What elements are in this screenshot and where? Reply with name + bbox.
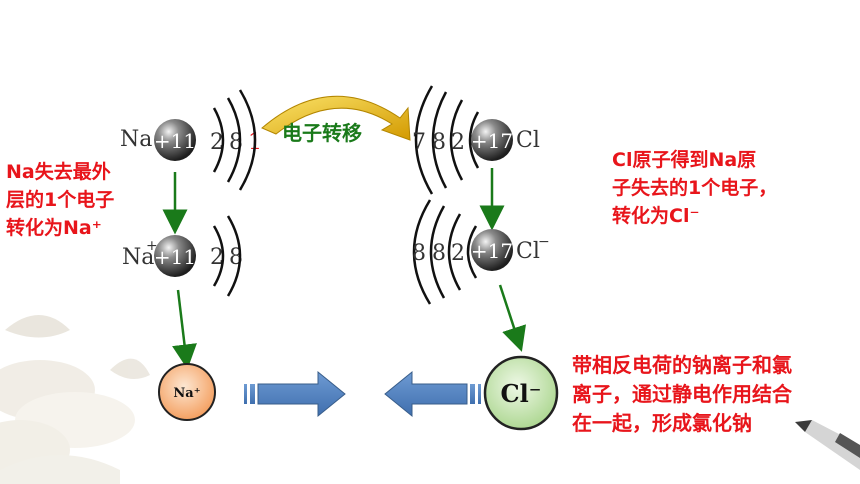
na-ion-charge: +11: [154, 245, 196, 269]
na-note-line-2: 层的1个电子: [6, 189, 115, 211]
bond-note-line-1: 带相反电荷的钠离子和氯: [572, 353, 792, 377]
bond-note-line-3: 在一起，形成氯化钠: [572, 411, 752, 435]
cl-atom-shell-3: 2: [451, 130, 465, 155]
na-note-line-3: 转化为Na⁺: [6, 217, 102, 239]
na-atom-shell-arcs: [212, 89, 257, 191]
cl-atom-shell-1: 7: [412, 130, 426, 155]
na-down-arrow-2: [172, 289, 197, 370]
cl-note-line-1: Cl原子得到Na原: [612, 149, 757, 171]
left-pointing-arrow: [384, 370, 481, 418]
decorative-pen: [795, 420, 860, 470]
cl-atom-charge: +17: [471, 129, 513, 153]
cl-ion-shell-1: 8: [412, 241, 426, 266]
cl-atom-nucleus: [471, 119, 513, 161]
cl-atom: 7 8 2 +17 Cl: [412, 85, 540, 195]
cl-ion-ball: Cl⁻: [483, 355, 559, 431]
ionic-bond-note: 带相反电荷的钠离子和氯 离子，通过静电作用结合 在一起，形成氯化钠: [572, 351, 792, 438]
na-loss-note: Na失去最外 层的1个电子 转化为Na⁺: [6, 158, 114, 242]
cl-ion-symbol: Cl: [516, 239, 540, 264]
bond-note-line-2: 离子，通过静电作用结合: [572, 382, 792, 406]
cl-atom-symbol: Cl: [516, 128, 540, 153]
na-ion-symbol: Na: [122, 245, 154, 270]
decorative-flower-painting: [0, 315, 150, 484]
cl-ion-shell-arcs: [412, 199, 478, 305]
na-ion-ball-label: Na⁺: [173, 386, 200, 401]
cl-down-arrow-2: [498, 284, 526, 352]
cl-ion-shell-model: 8 8 2 +17 Cl −: [412, 199, 550, 305]
electron-transfer-arrow: [261, 95, 411, 141]
na-ion-ball: Na⁺: [158, 363, 216, 421]
na-ion-shell-model: Na + +11 2 8: [122, 215, 243, 297]
cl-atom-shell-2: 8: [432, 130, 446, 155]
cl-note-line-3: 转化为Cl⁻: [612, 205, 700, 227]
cl-ion-shell-2: 8: [432, 241, 446, 266]
cl-atom-shell-arcs: [414, 85, 480, 195]
cl-gain-note: Cl原子得到Na原 子失去的1个电子， 转化为Cl⁻: [612, 146, 777, 230]
na-atom: Na +11 2 8 1: [120, 89, 262, 191]
na-atom-symbol: Na: [120, 127, 152, 152]
na-atom-shell-1: 2: [210, 130, 224, 155]
na-ion-nucleus: [154, 235, 196, 277]
cl-note-line-2: 子失去的1个电子，: [612, 177, 778, 199]
na-ion-shell-arcs: [212, 215, 242, 297]
na-atom-nucleus: [154, 119, 196, 161]
na-note-line-1: Na失去最外: [6, 161, 111, 183]
cl-ion-sign: −: [538, 234, 550, 250]
cl-ion-charge: +17: [471, 239, 513, 263]
electron-transfer-label: 电子转移: [282, 121, 362, 145]
cl-ion-nucleus: [471, 229, 513, 271]
cl-ion-ball-label: Cl⁻: [501, 379, 542, 408]
na-atom-charge: +11: [154, 129, 196, 153]
right-pointing-arrow: [244, 370, 346, 418]
na-ion-sign: +: [146, 238, 158, 254]
na-ion-shell-1: 2: [210, 245, 224, 270]
cl-ion-shell-3: 2: [451, 241, 465, 266]
